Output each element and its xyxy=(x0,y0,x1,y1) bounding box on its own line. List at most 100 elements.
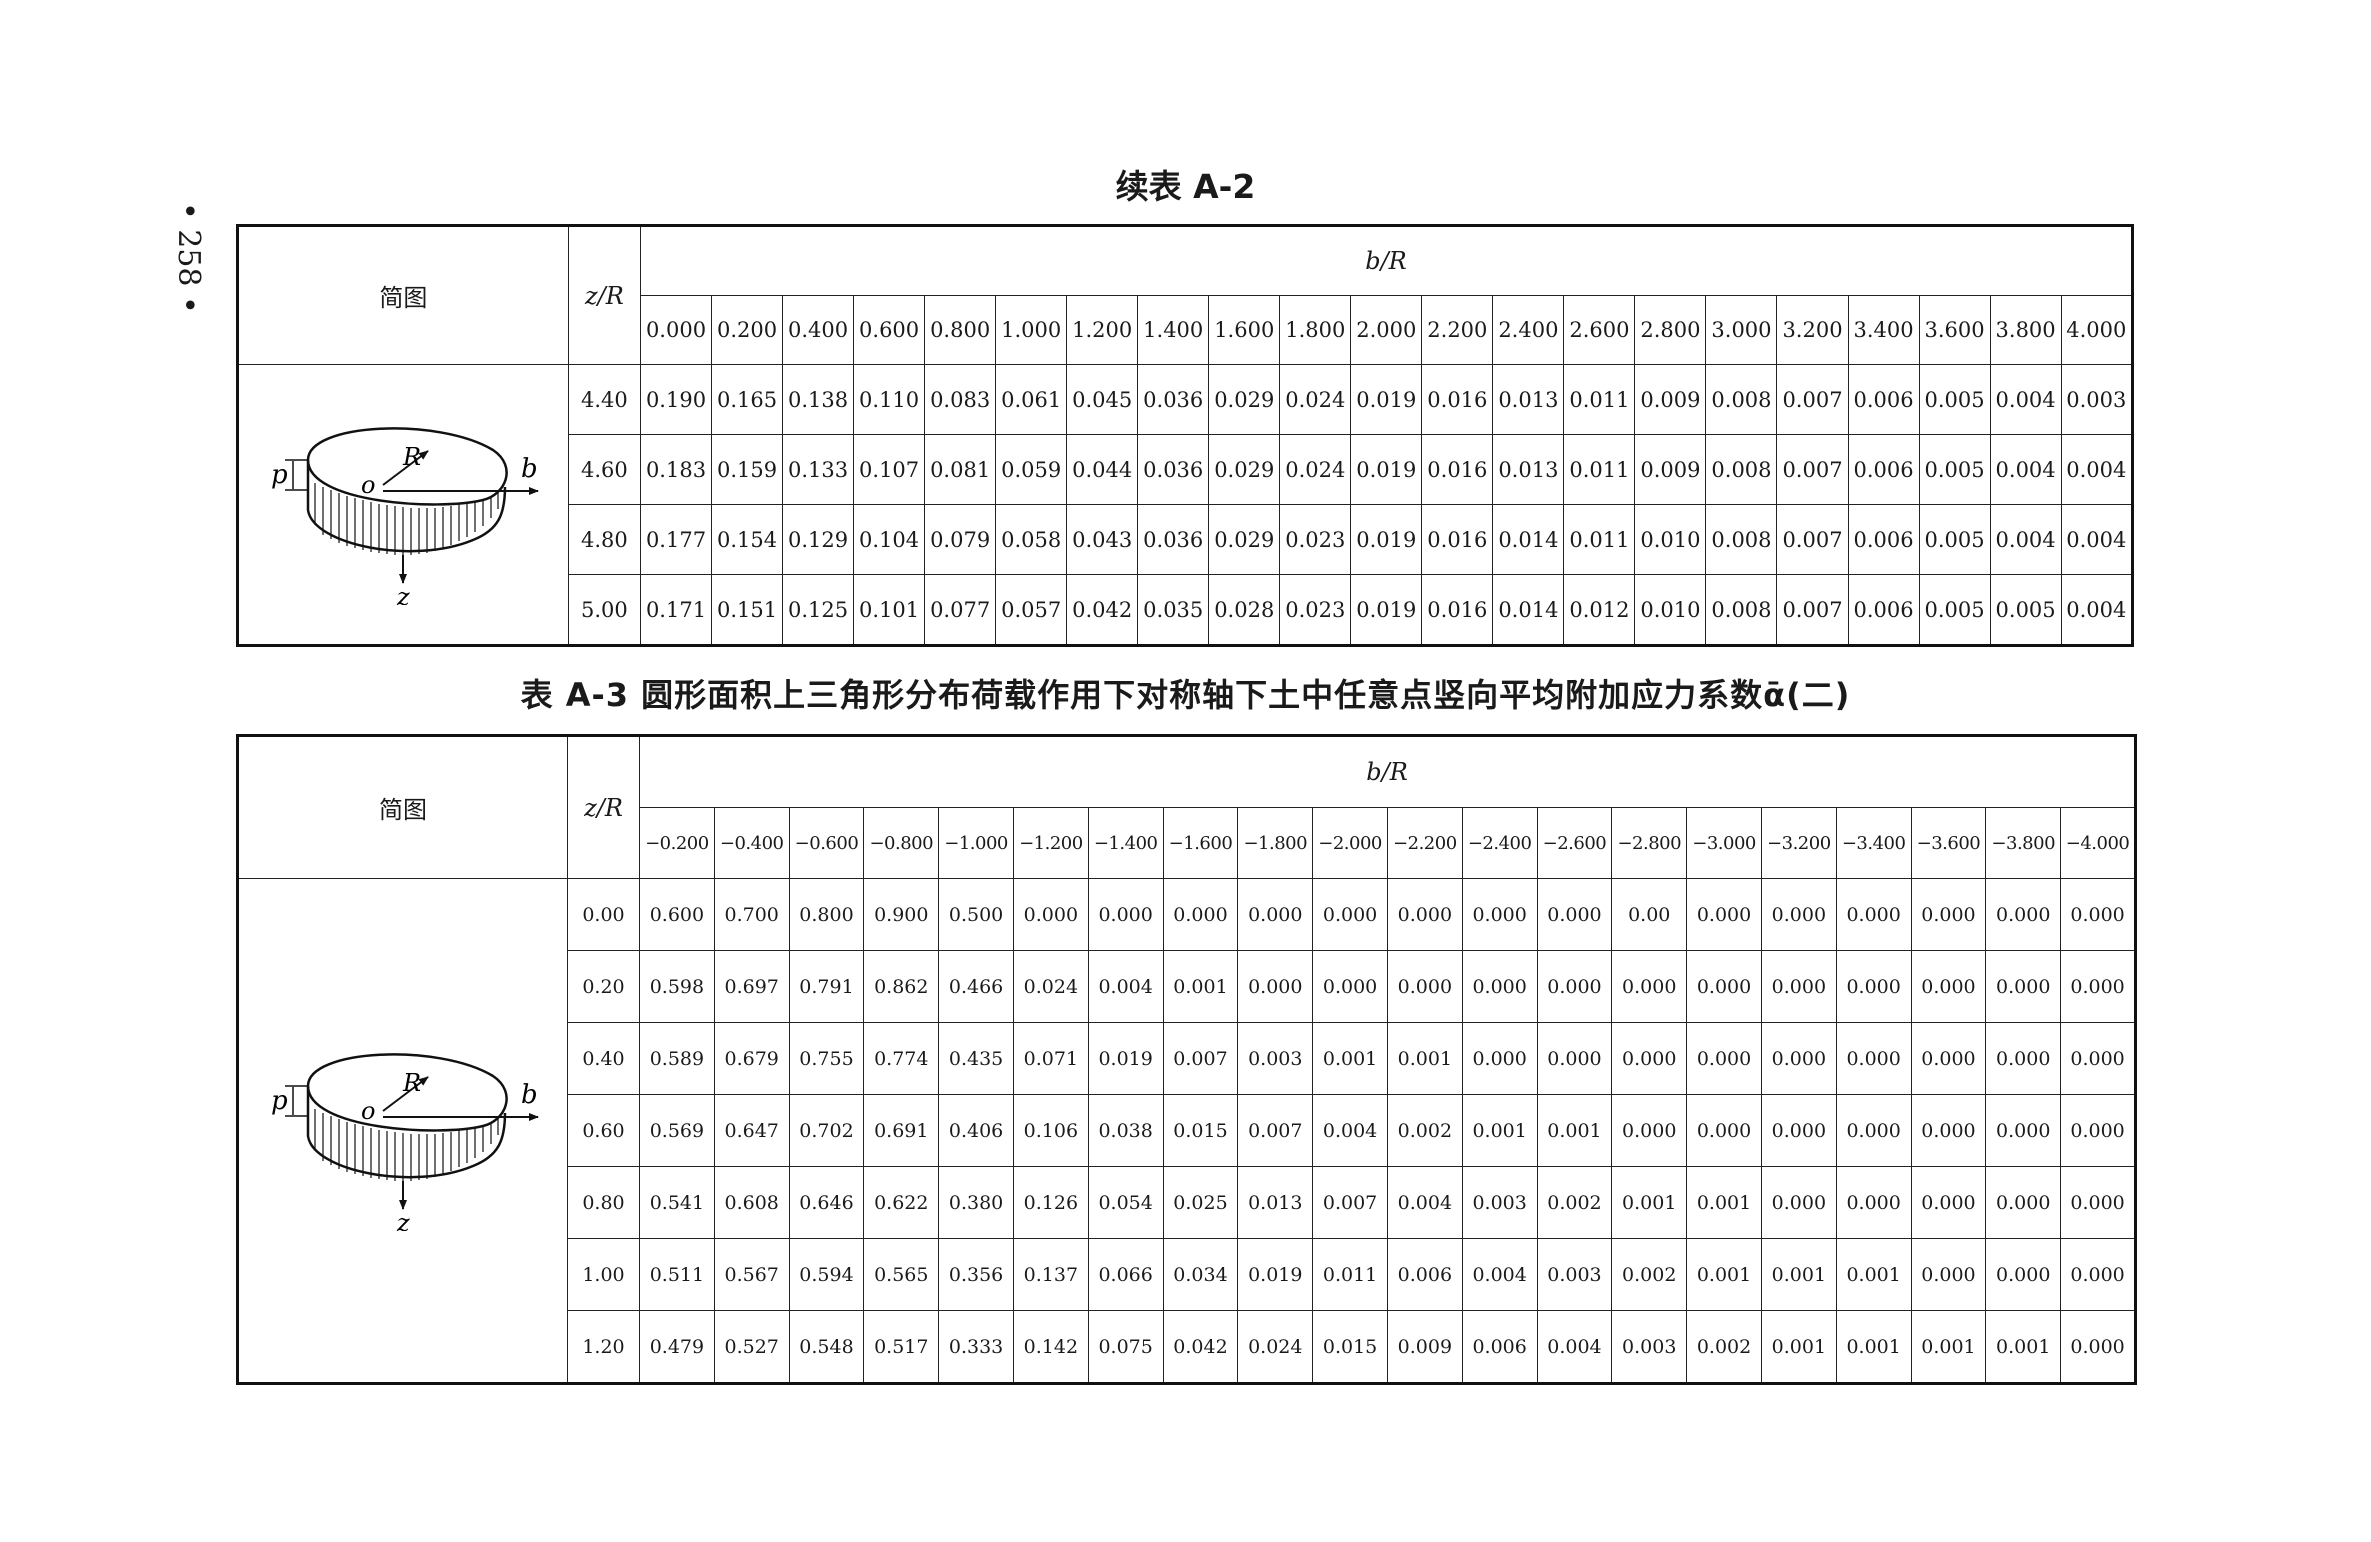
coefficient-cell: 0.036 xyxy=(1137,364,1210,435)
coefficient-cell: 0.104 xyxy=(853,504,926,575)
coefficient-cell: 0.589 xyxy=(639,1022,715,1095)
z-ratio-cell: 0.80 xyxy=(567,1166,640,1239)
coefficient-cell: 0.000 xyxy=(1386,950,1463,1023)
coefficient-cell: 0.001 xyxy=(1835,1310,1912,1384)
z-ratio-cell: 0.20 xyxy=(567,950,640,1023)
coefficient-cell: 0.567 xyxy=(713,1238,790,1311)
coefficient-cell: 0.000 xyxy=(1012,878,1089,951)
coefficient-cell: 0.015 xyxy=(1162,1094,1239,1167)
coefficient-cell: 0.691 xyxy=(863,1094,940,1167)
coefficient-cell: 0.700 xyxy=(713,878,790,951)
column-header: −1.800 xyxy=(1237,807,1314,879)
coefficient-cell: 0.000 xyxy=(1312,950,1388,1023)
coefficient-cell: 0.000 xyxy=(1985,950,2062,1023)
coefficient-cell: 0.071 xyxy=(1012,1022,1089,1095)
coefficient-cell: 0.000 xyxy=(1760,1166,1837,1239)
coefficient-cell: 0.028 xyxy=(1208,574,1281,646)
coefficient-cell: 0.058 xyxy=(995,504,1068,575)
column-header: 3.600 xyxy=(1918,295,1991,365)
coefficient-cell: 0.007 xyxy=(1237,1094,1314,1167)
coefficient-cell: 0.010 xyxy=(1634,574,1707,646)
coefficient-cell: 0.004 xyxy=(2060,434,2134,505)
coefficient-cell: 0.066 xyxy=(1087,1238,1164,1311)
coefficient-cell: 0.036 xyxy=(1137,504,1210,575)
coefficient-cell: 0.000 xyxy=(1536,950,1613,1023)
r-label: R xyxy=(402,1069,421,1097)
coefficient-cell: 0.101 xyxy=(853,574,926,646)
coefficient-cell: 0.001 xyxy=(1760,1238,1837,1311)
column-header: 4.000 xyxy=(2060,295,2134,365)
coefficient-cell: 0.594 xyxy=(788,1238,865,1311)
column-header: 3.000 xyxy=(1705,295,1778,365)
header-row: 简图 z/R b/R xyxy=(237,225,2134,365)
column-header: −4.000 xyxy=(2060,807,2137,879)
load-side-outline xyxy=(306,1085,507,1178)
coefficient-cell: 0.079 xyxy=(924,504,997,575)
coefficient-cell: 0.011 xyxy=(1563,364,1636,435)
z-axis-label: z xyxy=(396,583,410,605)
b-axis-label: b xyxy=(521,1080,538,1110)
coefficient-cell: 0.004 xyxy=(1312,1094,1388,1167)
coefficient-cell: 0.125 xyxy=(782,574,855,646)
coefficient-cell: 0.000 xyxy=(1312,878,1388,951)
coefficient-cell: 0.000 xyxy=(1910,950,1987,1023)
z-ratio-cell: 4.40 xyxy=(567,364,641,435)
coefficient-cell: 0.024 xyxy=(1237,1310,1314,1384)
z-ratio-cell: 0.60 xyxy=(567,1094,640,1167)
column-header: −0.400 xyxy=(713,807,790,879)
coefficient-cell: 0.000 xyxy=(2060,878,2137,951)
load-side-outline xyxy=(307,459,507,552)
coefficient-cell: 0.019 xyxy=(1087,1022,1164,1095)
column-header: 1.400 xyxy=(1137,295,1210,365)
coefficient-cell: 0.697 xyxy=(713,950,790,1023)
coefficient-cell: 0.008 xyxy=(1705,364,1778,435)
coefficient-cell: 0.008 xyxy=(1705,504,1778,575)
coefficient-cell: 0.005 xyxy=(1989,574,2062,646)
page-number: • 258 • xyxy=(171,202,206,314)
z-ratio-cell: 4.80 xyxy=(567,504,641,575)
coefficient-cell: 0.007 xyxy=(1776,434,1849,505)
column-header: −1.000 xyxy=(938,807,1014,879)
coefficient-cell: 0.014 xyxy=(1492,574,1565,646)
coefficient-cell: 0.000 xyxy=(1835,950,1912,1023)
coefficient-cell: 0.023 xyxy=(1279,504,1352,575)
column-header: −3.000 xyxy=(1686,807,1762,879)
coefficient-cell: 0.002 xyxy=(1536,1166,1613,1239)
b-ratio-header: b/R xyxy=(638,735,2137,808)
coefficient-cell: 0.598 xyxy=(639,950,715,1023)
coefficient-cell: 0.007 xyxy=(1312,1166,1388,1239)
b-axis-label: b xyxy=(521,454,538,484)
coefficient-cell: 0.679 xyxy=(713,1022,790,1095)
coefficient-cell: 0.003 xyxy=(1536,1238,1613,1311)
origin-label: o xyxy=(361,471,375,499)
hatch-lines xyxy=(314,482,500,555)
coefficient-cell: 0.001 xyxy=(1835,1238,1912,1311)
coefficient-cell: 0.004 xyxy=(2060,504,2134,575)
origin-label: o xyxy=(361,1097,375,1125)
column-header: −2.200 xyxy=(1386,807,1463,879)
coefficient-cell: 0.038 xyxy=(1087,1094,1164,1167)
coefficient-cell: 0.059 xyxy=(995,434,1068,505)
coefficient-cell: 0.016 xyxy=(1421,504,1494,575)
coefficient-cell: 0.008 xyxy=(1705,574,1778,646)
circular-load-sketch: p R o b z xyxy=(271,426,540,605)
coefficient-cell: 0.000 xyxy=(1910,1166,1987,1239)
coefficient-cell: 0.004 xyxy=(1461,1238,1538,1311)
coefficient-cell: 0.000 xyxy=(1536,1022,1613,1095)
z-axis-label: z xyxy=(396,1209,410,1231)
z-ratio-cell: 4.60 xyxy=(567,434,641,505)
coefficient-cell: 0.029 xyxy=(1208,434,1281,505)
column-header: −3.600 xyxy=(1910,807,1987,879)
coefficient-cell: 0.004 xyxy=(1386,1166,1463,1239)
coefficient-cell: 0.024 xyxy=(1279,364,1352,435)
coefficient-cell: 0.000 xyxy=(1087,878,1164,951)
coefficient-cell: 0.000 xyxy=(1910,1094,1987,1167)
coefficient-cell: 0.333 xyxy=(938,1310,1014,1384)
column-header: −1.400 xyxy=(1087,807,1164,879)
coefficient-cell: 0.527 xyxy=(713,1310,790,1384)
coefficient-cell: 0.004 xyxy=(1989,504,2062,575)
z-ratio-cell: 5.00 xyxy=(567,574,641,646)
p-label: p xyxy=(271,1086,288,1116)
